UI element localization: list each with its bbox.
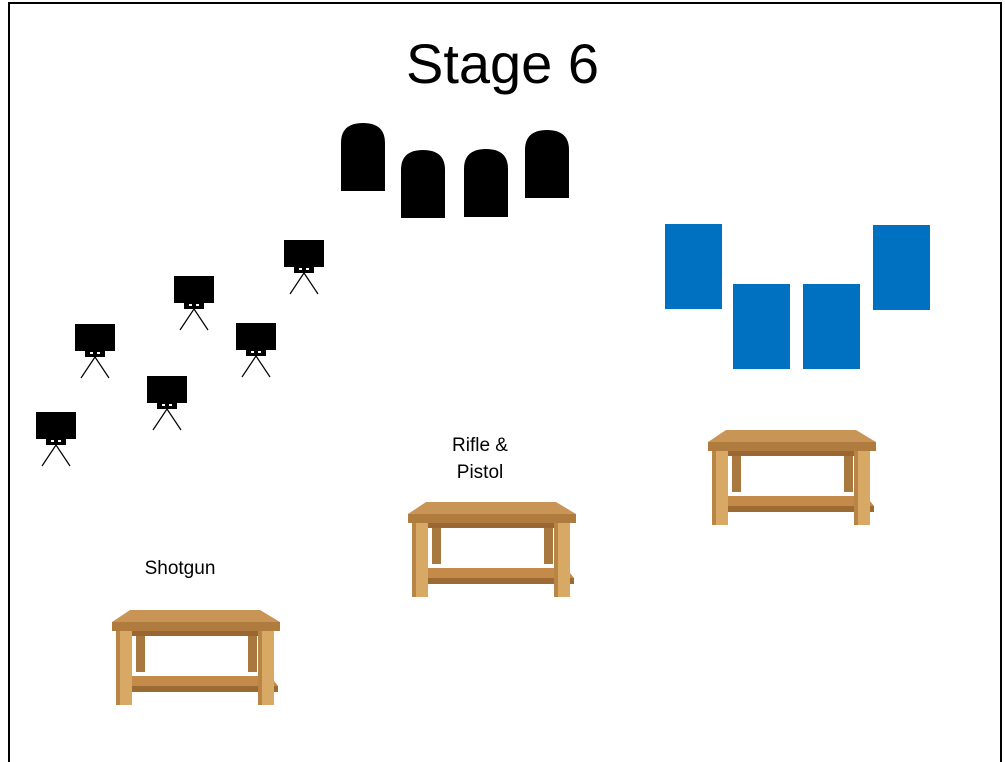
rifle-pistol-table: [408, 502, 576, 597]
plate-target-6: [36, 412, 76, 466]
plate-target-1: [284, 240, 324, 294]
paper-target-4: [873, 225, 930, 310]
right-table: [708, 430, 876, 525]
plate-target-5: [147, 376, 187, 430]
shotgun-table: [112, 610, 280, 705]
popper-target-1: [341, 123, 385, 191]
popper-target-2: [401, 150, 445, 218]
paper-target-2: [733, 284, 790, 369]
popper-target-3: [464, 149, 508, 217]
plate-target-3: [236, 323, 276, 377]
plate-target-2: [174, 276, 214, 330]
popper-target-4: [525, 130, 569, 198]
paper-target-1: [665, 224, 722, 309]
paper-target-3: [803, 284, 860, 369]
plate-target-4: [75, 324, 115, 378]
